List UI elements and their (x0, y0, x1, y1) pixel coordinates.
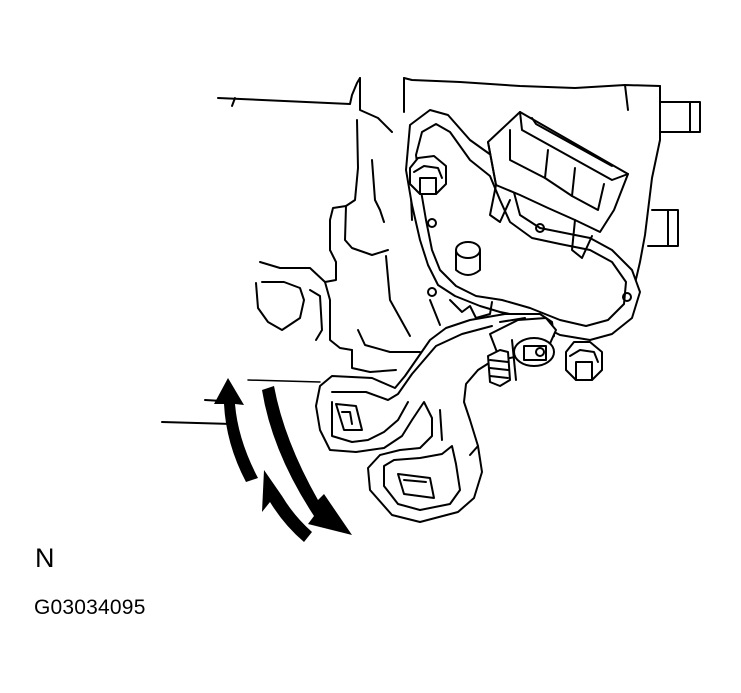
hex-bolt-icon (565, 341, 603, 381)
position-label: N (35, 543, 55, 573)
transmission-housing (161, 77, 701, 425)
figure-code: G03034095 (34, 596, 146, 619)
switch-connector (487, 111, 629, 259)
manual-valve-lever (315, 313, 555, 523)
hex-bolt-icon (409, 155, 447, 195)
double-curved-arrow-icon (214, 378, 352, 542)
lever-shaft (487, 317, 557, 387)
